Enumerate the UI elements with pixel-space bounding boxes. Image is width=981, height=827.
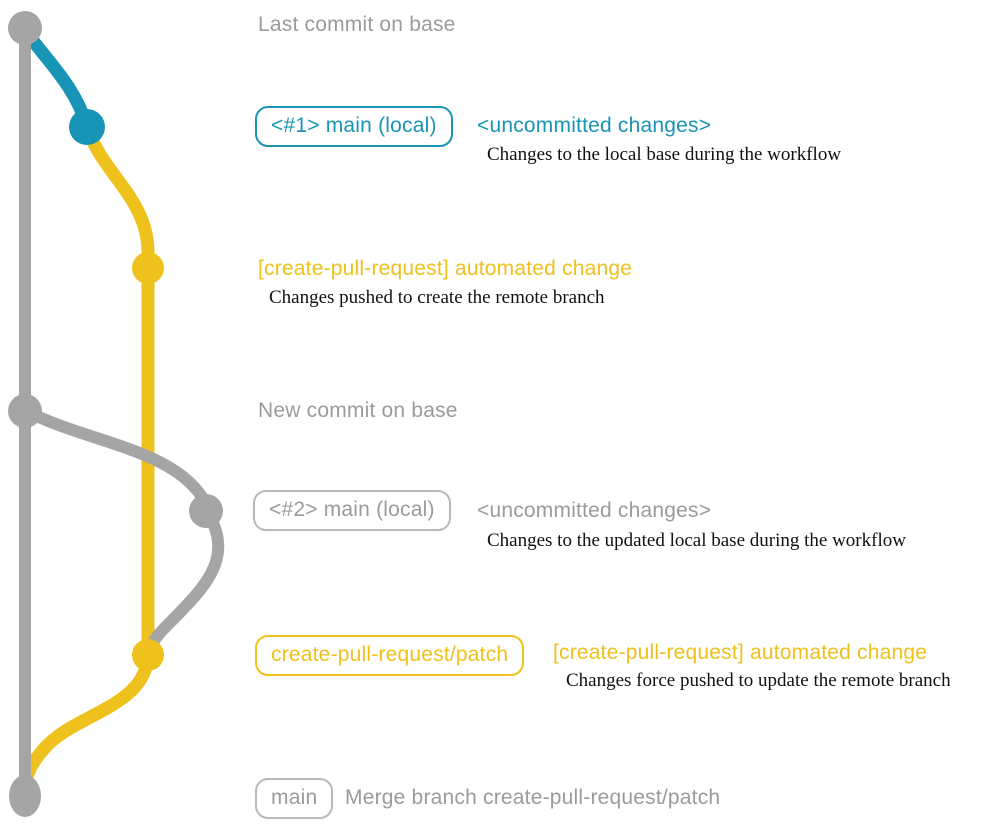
commit-dot-merge (9, 775, 41, 817)
rebase-curve-in (143, 506, 225, 657)
commit-graph (8, 11, 225, 817)
label-merge-branch: Merge branch create-pull-request/patch (345, 786, 721, 809)
commit-dot-automated-2 (132, 639, 164, 671)
label-automated-change-1: [create-pull-request] automated change (258, 257, 633, 280)
commit-dot-new-base (8, 394, 42, 428)
label-uncommitted-changes-1: <uncommitted changes> (477, 114, 712, 137)
label-automated-change-2: [create-pull-request] automated change (553, 641, 928, 664)
description-force-pushed-update-branch: Changes force pushed to update the remot… (566, 670, 951, 691)
branch-badge-main-local-1: <#1> main (local) (255, 106, 453, 147)
commit-dot-last-base (8, 11, 42, 45)
branch-badge-patch: create-pull-request/patch (255, 635, 525, 676)
commit-dot-automated-1 (132, 252, 164, 284)
branch-badge-main: main (255, 778, 334, 819)
description-updated-local-base-changes: Changes to the updated local base during… (487, 530, 906, 551)
commit-dot-main-local-2 (189, 494, 223, 528)
patch-branch-line (80, 123, 155, 658)
label-new-commit-on-base: New commit on base (258, 399, 458, 422)
description-pushed-create-branch: Changes pushed to create the remote bran… (269, 287, 605, 308)
branch-badge-main-local-2: <#2> main (local) (253, 490, 451, 531)
patch-merge-curve (18, 654, 155, 794)
rebase-curve-out (22, 404, 212, 507)
commit-dot-main-local-1 (69, 109, 105, 145)
label-uncommitted-changes-2: <uncommitted changes> (477, 499, 712, 522)
description-local-base-changes: Changes to the local base during the wor… (487, 144, 842, 165)
label-last-commit-on-base: Last commit on base (258, 13, 456, 36)
